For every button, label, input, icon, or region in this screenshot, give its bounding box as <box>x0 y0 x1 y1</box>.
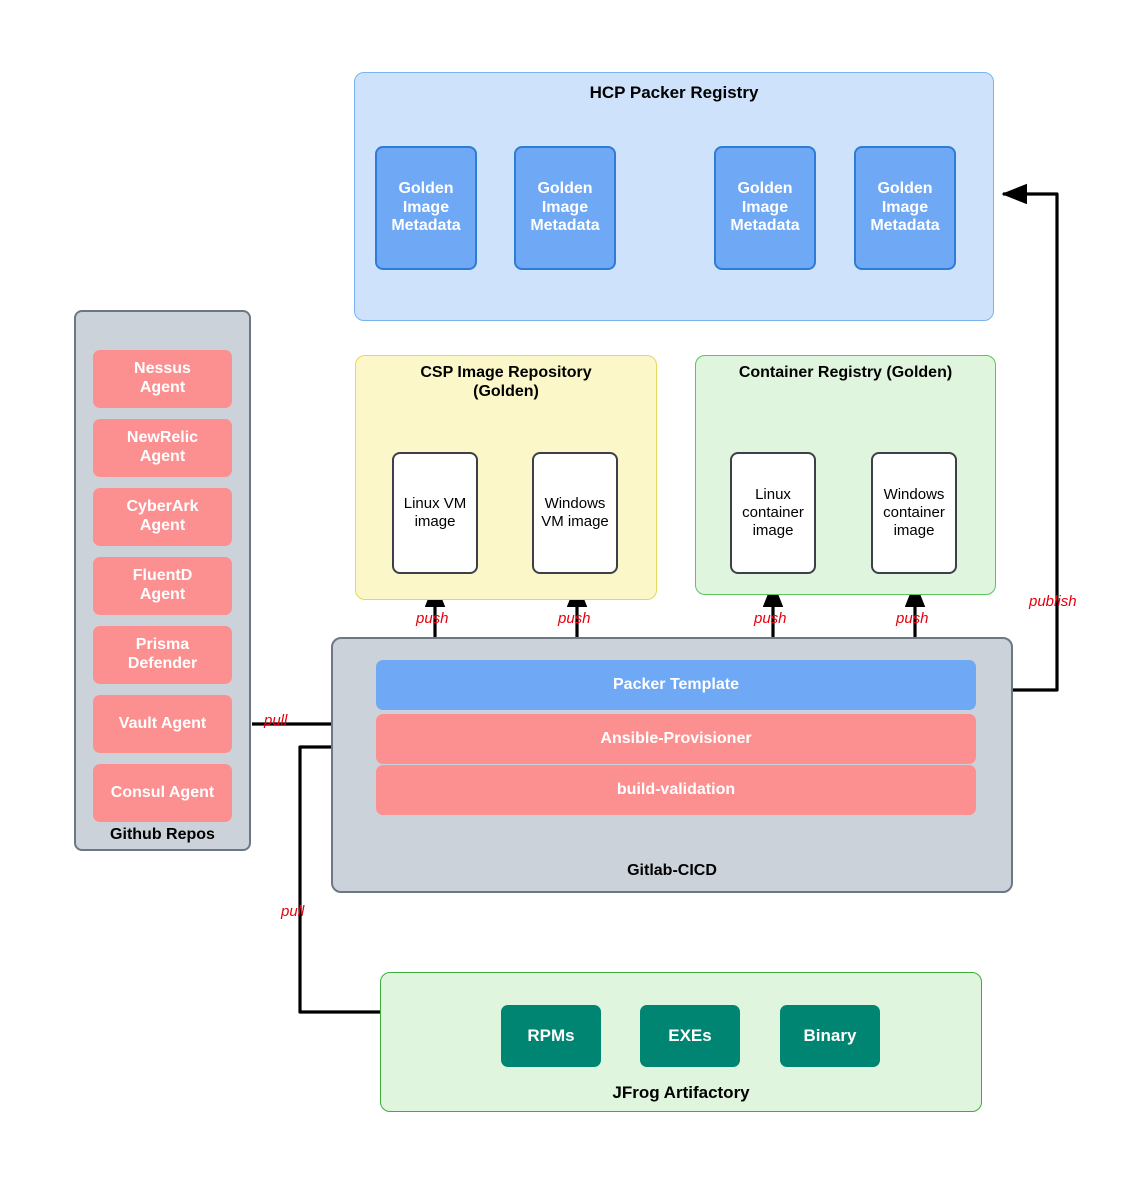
artifact-rpms-label: RPMs <box>527 1025 575 1045</box>
stage-build-validation-label: build-validation <box>616 780 736 798</box>
edge-label-pull-github: pull <box>264 712 288 729</box>
edge-label-push-2: push <box>558 610 591 627</box>
artifact-exes[interactable]: EXEs <box>640 1005 740 1067</box>
edge-publish-hcp <box>976 183 1059 692</box>
artifact-binary[interactable]: Binary <box>780 1005 880 1067</box>
stage-ansible-provisioner[interactable]: Ansible-Provisioner <box>376 714 976 764</box>
edge-label-push-1: push <box>416 610 449 627</box>
repo-vault-agent[interactable]: Vault Agent <box>93 695 232 753</box>
github-repos-title: Github Repos <box>110 826 215 844</box>
csp-image-repository-title: CSP Image Repository(Golden) <box>420 364 592 400</box>
stage-packer-template-label: Packer Template <box>613 675 739 693</box>
edge-label-publish: publish <box>1029 593 1077 610</box>
repo-vault-agent-label: Vault Agent <box>118 714 207 732</box>
artifact-exes-label: EXEs <box>668 1025 712 1045</box>
stage-ansible-provisioner-label: Ansible-Provisioner <box>600 729 752 747</box>
edge-label-push-3: push <box>754 610 787 627</box>
gitlab-cicd-title: Gitlab-CICD <box>627 862 717 880</box>
hcp-packer-registry-title: HCP Packer Registry <box>589 83 759 102</box>
stage-packer-template[interactable]: Packer Template <box>376 660 976 710</box>
artifact-rpms[interactable]: RPMs <box>501 1005 601 1067</box>
jfrog-artifactory-title: JFrog Artifactory <box>612 1082 750 1102</box>
edge-label-push-4: push <box>896 610 929 627</box>
repo-consul-agent-label: Consul Agent <box>110 783 215 801</box>
repo-consul-agent[interactable]: Consul Agent <box>93 764 232 822</box>
jfrog-artifactory-container[interactable]: JFrog Artifactory <box>380 972 982 1112</box>
edge-label-pull-jfrog: pull <box>281 903 305 920</box>
stage-build-validation[interactable]: build-validation <box>376 765 976 815</box>
container-registry-title: Container Registry (Golden) <box>738 364 953 381</box>
artifact-binary-label: Binary <box>803 1025 857 1045</box>
